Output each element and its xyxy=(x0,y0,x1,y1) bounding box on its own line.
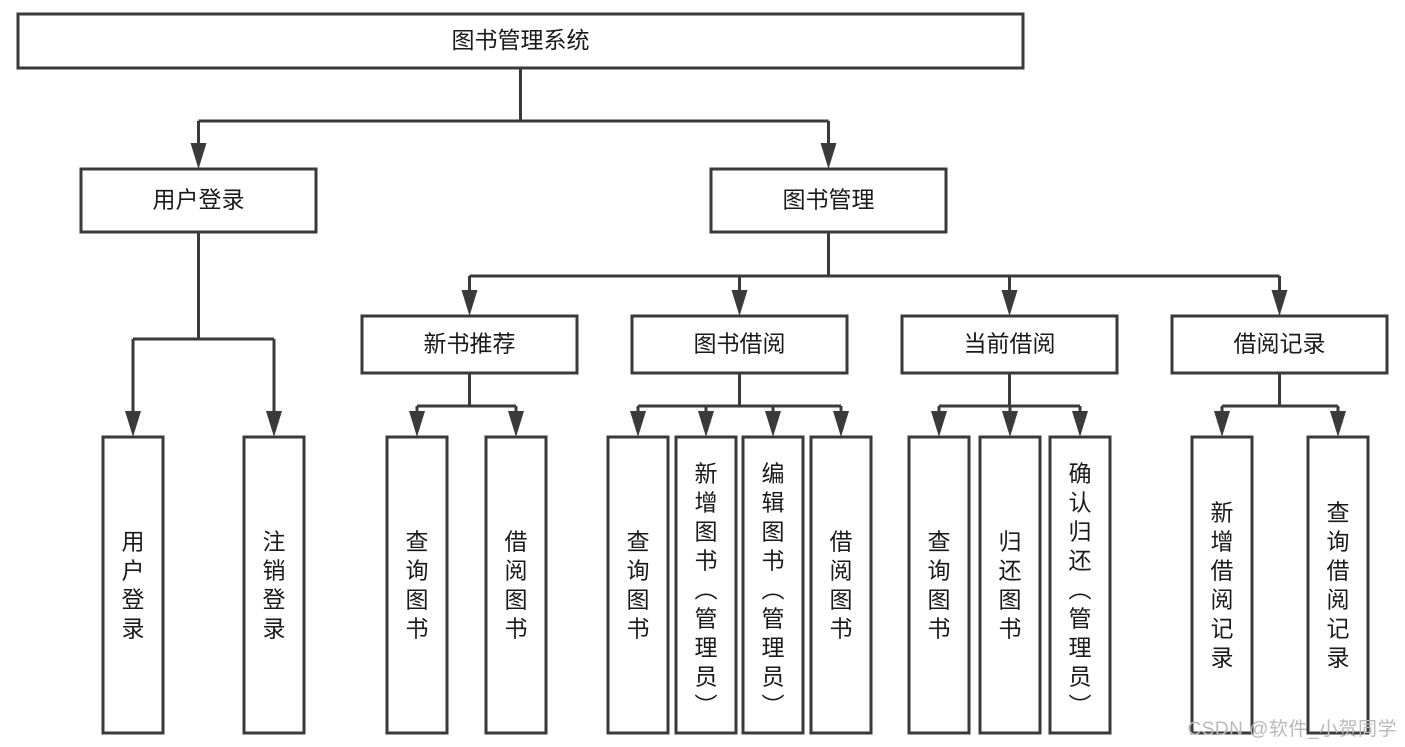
arrow-head-icon xyxy=(1330,411,1346,437)
node-label-leaf-user-login: 用户登录 xyxy=(122,529,145,642)
arrow-head-icon xyxy=(833,411,849,437)
node-box-book-borrow xyxy=(630,314,849,375)
node-new-book-recommend[interactable]: 新书推荐 xyxy=(360,314,579,375)
node-box-leaf-add-borrow-record xyxy=(1190,435,1254,735)
node-label-new-book-recommend: 新书推荐 xyxy=(424,331,516,357)
arrow-head-icon xyxy=(1271,290,1288,316)
node-label-leaf-confirm-return: 确认归还︵管理员︶ xyxy=(1069,461,1092,719)
node-layer: 图书管理系统用户登录图书管理新书推荐图书借阅当前借阅借阅记录用户登录注销登录查询… xyxy=(16,12,1389,735)
node-leaf-edit-book[interactable]: 编辑图书︵管理员︶ xyxy=(741,435,805,735)
node-label-leaf-query-book-recommend: 查询图书 xyxy=(406,529,429,642)
node-leaf-query-book-borrow[interactable]: 查询图书 xyxy=(606,435,670,735)
arrow-head-icon xyxy=(731,290,748,316)
node-user-login[interactable]: 用户登录 xyxy=(79,167,318,234)
node-label-leaf-edit-book: 编辑图书︵管理员︶ xyxy=(762,461,785,719)
node-box-root xyxy=(16,12,1025,70)
node-root[interactable]: 图书管理系统 xyxy=(16,12,1025,70)
node-box-borrow-record xyxy=(1170,314,1389,375)
node-book-management[interactable]: 图书管理 xyxy=(709,167,948,234)
node-box-book-management xyxy=(709,167,948,234)
node-label-leaf-query-borrow-record: 查询借阅记录 xyxy=(1327,500,1350,671)
connector-group-new-book-recommend xyxy=(409,373,524,437)
connector-group-user-login xyxy=(125,232,282,437)
arrow-head-icon xyxy=(765,411,781,437)
node-leaf-logout[interactable]: 注销登录 xyxy=(242,435,306,735)
arrow-head-icon xyxy=(409,411,425,437)
connector-group-current-borrow xyxy=(931,373,1088,437)
connector-group-borrow-record xyxy=(1214,373,1346,437)
node-label-user-login: 用户登录 xyxy=(153,187,245,213)
connector-group-root xyxy=(190,68,837,169)
node-box-leaf-add-book xyxy=(674,435,738,735)
node-box-leaf-query-borrow-record xyxy=(1306,435,1370,735)
node-box-leaf-borrow-book-recommend xyxy=(484,435,548,735)
node-leaf-confirm-return[interactable]: 确认归还︵管理员︶ xyxy=(1048,435,1112,735)
arrow-head-icon xyxy=(1072,411,1088,437)
node-box-leaf-user-login xyxy=(101,435,165,735)
arrow-head-icon xyxy=(461,290,478,316)
node-label-book-management: 图书管理 xyxy=(783,187,875,213)
connector-group-book-management xyxy=(461,232,1288,316)
node-label-book-borrow: 图书借阅 xyxy=(694,331,786,357)
node-current-borrow[interactable]: 当前借阅 xyxy=(900,314,1119,375)
csdn-watermark: CSDN @软件_小贺同学 xyxy=(1187,719,1397,740)
node-book-borrow[interactable]: 图书借阅 xyxy=(630,314,849,375)
node-label-root: 图书管理系统 xyxy=(452,27,590,53)
node-label-current-borrow: 当前借阅 xyxy=(964,331,1056,357)
node-leaf-add-book[interactable]: 新增图书︵管理员︶ xyxy=(674,435,738,735)
node-label-leaf-logout: 注销登录 xyxy=(263,529,286,642)
arrow-head-icon xyxy=(820,143,837,169)
node-borrow-record[interactable]: 借阅记录 xyxy=(1170,314,1389,375)
arrow-head-icon xyxy=(1214,411,1230,437)
node-label-leaf-borrow-book: 借阅图书 xyxy=(830,529,853,642)
arrow-head-icon xyxy=(1002,411,1018,437)
node-box-leaf-return-book xyxy=(978,435,1042,735)
node-box-leaf-edit-book xyxy=(741,435,805,735)
node-box-leaf-query-book-current xyxy=(907,435,971,735)
node-leaf-return-book[interactable]: 归还图书 xyxy=(978,435,1042,735)
node-leaf-borrow-book[interactable]: 借阅图书 xyxy=(809,435,873,735)
arrow-head-icon xyxy=(266,411,282,437)
node-leaf-add-borrow-record[interactable]: 新增借阅记录 xyxy=(1190,435,1254,735)
node-leaf-query-book-recommend[interactable]: 查询图书 xyxy=(385,435,449,735)
node-label-leaf-borrow-book-recommend: 借阅图书 xyxy=(505,529,528,642)
node-label-borrow-record: 借阅记录 xyxy=(1234,331,1326,357)
arrow-head-icon xyxy=(125,411,141,437)
node-box-leaf-query-book-borrow xyxy=(606,435,670,735)
node-box-current-borrow xyxy=(900,314,1119,375)
node-leaf-user-login[interactable]: 用户登录 xyxy=(101,435,165,735)
node-box-leaf-logout xyxy=(242,435,306,735)
arrow-head-icon xyxy=(1001,290,1018,316)
node-box-leaf-confirm-return xyxy=(1048,435,1112,735)
arrow-head-icon xyxy=(698,411,714,437)
arrow-head-icon xyxy=(630,411,646,437)
node-box-new-book-recommend xyxy=(360,314,579,375)
node-box-leaf-query-book-recommend xyxy=(385,435,449,735)
node-box-user-login xyxy=(79,167,318,234)
node-label-leaf-return-book: 归还图书 xyxy=(999,529,1022,642)
arrow-head-icon xyxy=(931,411,947,437)
node-label-leaf-add-borrow-record: 新增借阅记录 xyxy=(1211,500,1234,671)
node-box-leaf-borrow-book xyxy=(809,435,873,735)
node-label-leaf-add-book: 新增图书︵管理员︶ xyxy=(695,461,718,719)
node-label-leaf-query-book-borrow: 查询图书 xyxy=(627,529,650,642)
node-leaf-query-borrow-record[interactable]: 查询借阅记录 xyxy=(1306,435,1370,735)
arrow-head-icon xyxy=(190,143,207,169)
arrow-head-icon xyxy=(508,411,524,437)
connector-layer xyxy=(125,68,1346,437)
node-leaf-query-book-current[interactable]: 查询图书 xyxy=(907,435,971,735)
node-leaf-borrow-book-recommend[interactable]: 借阅图书 xyxy=(484,435,548,735)
node-label-leaf-query-book-current: 查询图书 xyxy=(928,529,951,642)
connector-group-book-borrow xyxy=(630,373,849,437)
